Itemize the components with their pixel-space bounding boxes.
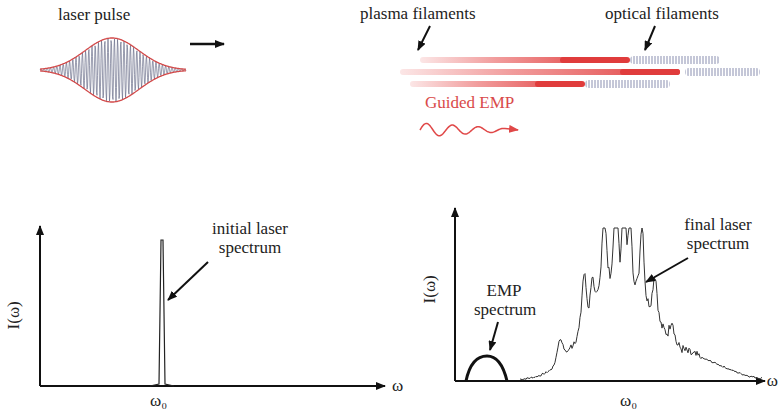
direction-arrow — [190, 43, 224, 46]
emp-wave-arrow — [420, 123, 518, 135]
label: I(ω) — [5, 301, 24, 329]
label: optical filaments — [605, 5, 719, 24]
label: ω₀ — [620, 392, 637, 411]
pulse-stroke — [40, 38, 186, 69]
label: ω₀ — [150, 392, 167, 411]
filaments — [400, 56, 760, 88]
laser-pulse — [40, 38, 186, 102]
pulse-stroke — [40, 38, 186, 101]
initial-spectrum-plot — [40, 226, 385, 386]
label: ω — [767, 372, 778, 391]
label: Guided EMP — [425, 94, 514, 113]
label: ω — [392, 377, 403, 396]
label: I(ω) — [421, 275, 440, 303]
label: EMP spectrum — [474, 282, 534, 319]
pulse-stroke — [40, 71, 186, 102]
label: final laser spectrum — [668, 216, 768, 253]
label: plasma filaments — [360, 5, 476, 24]
label: laser pulse — [58, 6, 130, 25]
label: initial laser spectrum — [200, 220, 300, 257]
leader-arrow — [645, 26, 655, 50]
leader-arrow — [418, 26, 430, 50]
